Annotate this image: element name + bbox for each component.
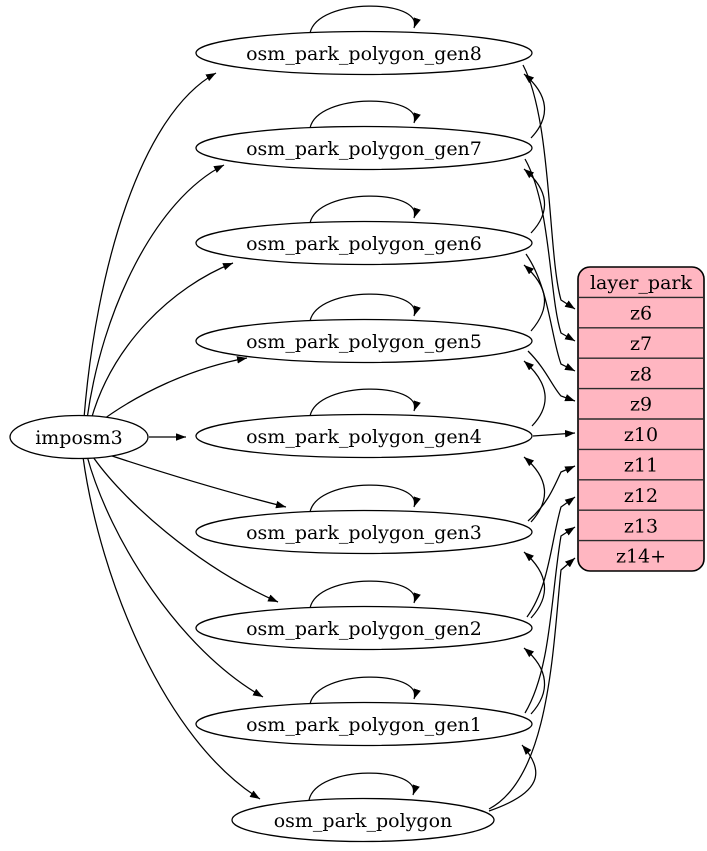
node-osm-park-polygon-gen4: osm_park_polygon_gen4 bbox=[195, 413, 533, 459]
edge-layer bbox=[82, 5, 576, 812]
node-gen2-shape bbox=[195, 605, 533, 651]
edge-gen1-z13 bbox=[524, 526, 576, 714]
node-polygon-label: osm_park_polygon bbox=[274, 810, 453, 832]
node-imposm3: imposm3 bbox=[9, 414, 149, 460]
edge-gen3-gen4 bbox=[523, 456, 546, 523]
node-gen4-label: osm_park_polygon_gen4 bbox=[246, 426, 482, 448]
node-gen2-label: osm_park_polygon_gen2 bbox=[246, 618, 482, 640]
selfloop-gen7 bbox=[309, 100, 421, 129]
selfloop-gen3 bbox=[309, 484, 421, 513]
selfloop-gen6 bbox=[309, 195, 421, 224]
node-osm-park-polygon-gen1: osm_park_polygon_gen1 bbox=[195, 701, 533, 747]
node-gen5-shape bbox=[195, 318, 533, 364]
layer-row-z7: z7 bbox=[630, 333, 652, 355]
node-gen6-shape bbox=[195, 220, 533, 266]
node-imposm3-label: imposm3 bbox=[35, 427, 123, 449]
edge-polygon-gen1 bbox=[488, 744, 537, 812]
node-imposm3-shape bbox=[9, 414, 149, 460]
node-osm-park-polygon-gen8: osm_park_polygon_gen8 bbox=[195, 30, 533, 76]
node-gen3-label: osm_park_polygon_gen3 bbox=[246, 522, 482, 544]
node-gen5-label: osm_park_polygon_gen5 bbox=[246, 331, 482, 353]
selfloop-gen2 bbox=[309, 580, 421, 609]
layer-row-z10: z10 bbox=[624, 424, 658, 446]
node-gen7-shape bbox=[195, 125, 533, 171]
edge-imposm3-gen2 bbox=[90, 453, 279, 603]
edge-gen3-z11 bbox=[527, 465, 576, 522]
node-polygon-shape bbox=[231, 797, 495, 843]
edge-imposm3-gen3 bbox=[96, 450, 287, 509]
selfloop-gen1 bbox=[309, 676, 421, 705]
edge-gen7-z7 bbox=[524, 158, 576, 342]
edge-imposm3-gen6 bbox=[90, 262, 234, 421]
node-osm-park-polygon-gen6: osm_park_polygon_gen6 bbox=[195, 220, 533, 266]
node-osm-park-polygon-gen2: osm_park_polygon_gen2 bbox=[195, 605, 533, 651]
layer-row-z11: z11 bbox=[624, 455, 658, 477]
edge-gen2-gen3 bbox=[523, 551, 546, 619]
layer-row-z14: z14+ bbox=[616, 546, 666, 568]
edge-gen1-gen2 bbox=[523, 647, 546, 715]
edge-imposm3-polygon bbox=[82, 456, 261, 800]
edge-gen8-z6 bbox=[522, 64, 576, 310]
node-gen6-label: osm_park_polygon_gen6 bbox=[246, 233, 482, 255]
node-gen8-shape bbox=[195, 30, 533, 76]
layer-row-z13: z13 bbox=[624, 515, 658, 537]
selfloop-gen8 bbox=[309, 5, 421, 34]
layer-park-table: layer_park z6 z7 z8 z9 z10 z11 z12 z13 z… bbox=[577, 266, 705, 572]
edge-polygon-z14 bbox=[488, 557, 576, 810]
node-osm-park-polygon: osm_park_polygon bbox=[231, 797, 495, 843]
edge-gen5-z9 bbox=[527, 350, 576, 402]
edge-gen4-z10 bbox=[532, 429, 576, 438]
edge-imposm3-gen5 bbox=[96, 356, 248, 425]
node-gen4-shape bbox=[195, 413, 533, 459]
selfloop-polygon bbox=[308, 772, 420, 801]
node-gen1-label: osm_park_polygon_gen1 bbox=[246, 714, 482, 736]
node-gen3-shape bbox=[195, 509, 533, 555]
edge-gen2-z12 bbox=[526, 496, 576, 618]
node-gen1-shape bbox=[195, 701, 533, 747]
node-osm-park-polygon-gen5: osm_park_polygon_gen5 bbox=[195, 318, 533, 364]
edge-imposm3-gen7 bbox=[86, 164, 225, 420]
layer-row-z12: z12 bbox=[624, 485, 658, 507]
node-gen8-label: osm_park_polygon_gen8 bbox=[246, 43, 482, 65]
edge-gen4-gen5 bbox=[523, 360, 546, 427]
layer-row-z8: z8 bbox=[630, 363, 652, 385]
layer-row-z6: z6 bbox=[630, 303, 652, 325]
node-gen7-label: osm_park_polygon_gen7 bbox=[246, 138, 482, 160]
edge-gen7-gen8 bbox=[523, 73, 546, 139]
edge-imposm3-gen8 bbox=[83, 72, 217, 419]
edge-imposm3-gen1 bbox=[86, 455, 264, 698]
layer-row-z9: z9 bbox=[630, 394, 652, 416]
selfloop-gen4 bbox=[309, 388, 421, 417]
layer-park-header: layer_park bbox=[590, 272, 693, 294]
edge-gen5-gen6 bbox=[523, 264, 546, 332]
node-osm-park-polygon-gen7: osm_park_polygon_gen7 bbox=[195, 125, 533, 171]
edge-gen6-z8 bbox=[525, 253, 576, 372]
edge-gen6-gen7 bbox=[523, 168, 546, 234]
selfloop-gen5 bbox=[309, 293, 421, 322]
node-osm-park-polygon-gen3: osm_park_polygon_gen3 bbox=[195, 509, 533, 555]
